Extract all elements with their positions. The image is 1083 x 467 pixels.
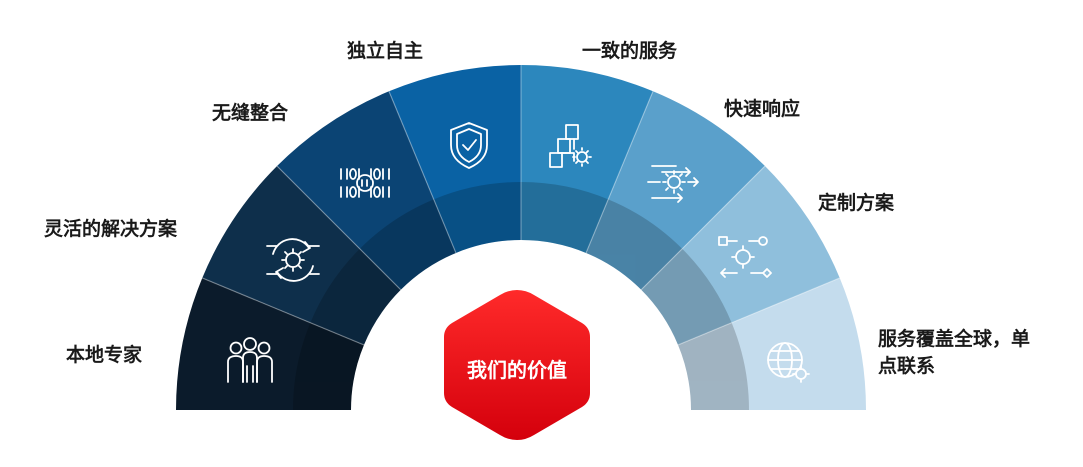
label-independence: 独立自主 — [347, 40, 424, 62]
segment-6 — [641, 166, 840, 345]
label-fast-response: 快速响应 — [724, 98, 801, 120]
segment-inner-band-0 — [293, 322, 364, 410]
segment-inner-band-4 — [521, 182, 609, 253]
segment-0 — [176, 277, 364, 410]
segment-inner-band-1 — [310, 248, 401, 345]
people-group-icon — [227, 337, 273, 383]
binary-code-icon — [340, 168, 390, 198]
segment-divider — [388, 91, 457, 254]
label-local-experts: 本地专家 — [66, 344, 143, 366]
segment-inner-band-3 — [433, 182, 521, 253]
cycle-gear-icon — [266, 238, 320, 282]
label-flexible-solutions: 灵活的解决方案 — [44, 218, 178, 240]
label-custom-solutions: 定制方案 — [818, 192, 895, 214]
segment-inner-band-7 — [678, 322, 749, 410]
label-seamless-integration: 无缝整合 — [212, 102, 289, 124]
segment-divider — [276, 165, 402, 291]
fast-gear-icon — [647, 165, 699, 203]
label-consistent-service: 一致的服务 — [582, 40, 678, 62]
label-global-coverage: 服务覆盖全球，单点联系 — [878, 328, 1031, 377]
center-label: 我们的价值 — [467, 358, 567, 382]
segment-divider — [640, 165, 766, 291]
segment-divider — [677, 277, 840, 346]
shield-check-icon — [450, 122, 488, 169]
workflow-icon — [718, 236, 772, 278]
center-hexagon — [444, 290, 590, 440]
segment-7 — [678, 277, 866, 410]
segment-1 — [202, 166, 401, 345]
globe-gear-icon — [767, 342, 810, 383]
segment-5 — [586, 91, 765, 290]
segment-divider — [585, 91, 654, 254]
segment-inner-band-6 — [641, 248, 732, 345]
segment-divider — [202, 277, 365, 346]
segment-inner-band-2 — [359, 199, 456, 290]
segment-inner-band-5 — [586, 199, 683, 290]
blocks-gear-icon — [549, 124, 592, 168]
